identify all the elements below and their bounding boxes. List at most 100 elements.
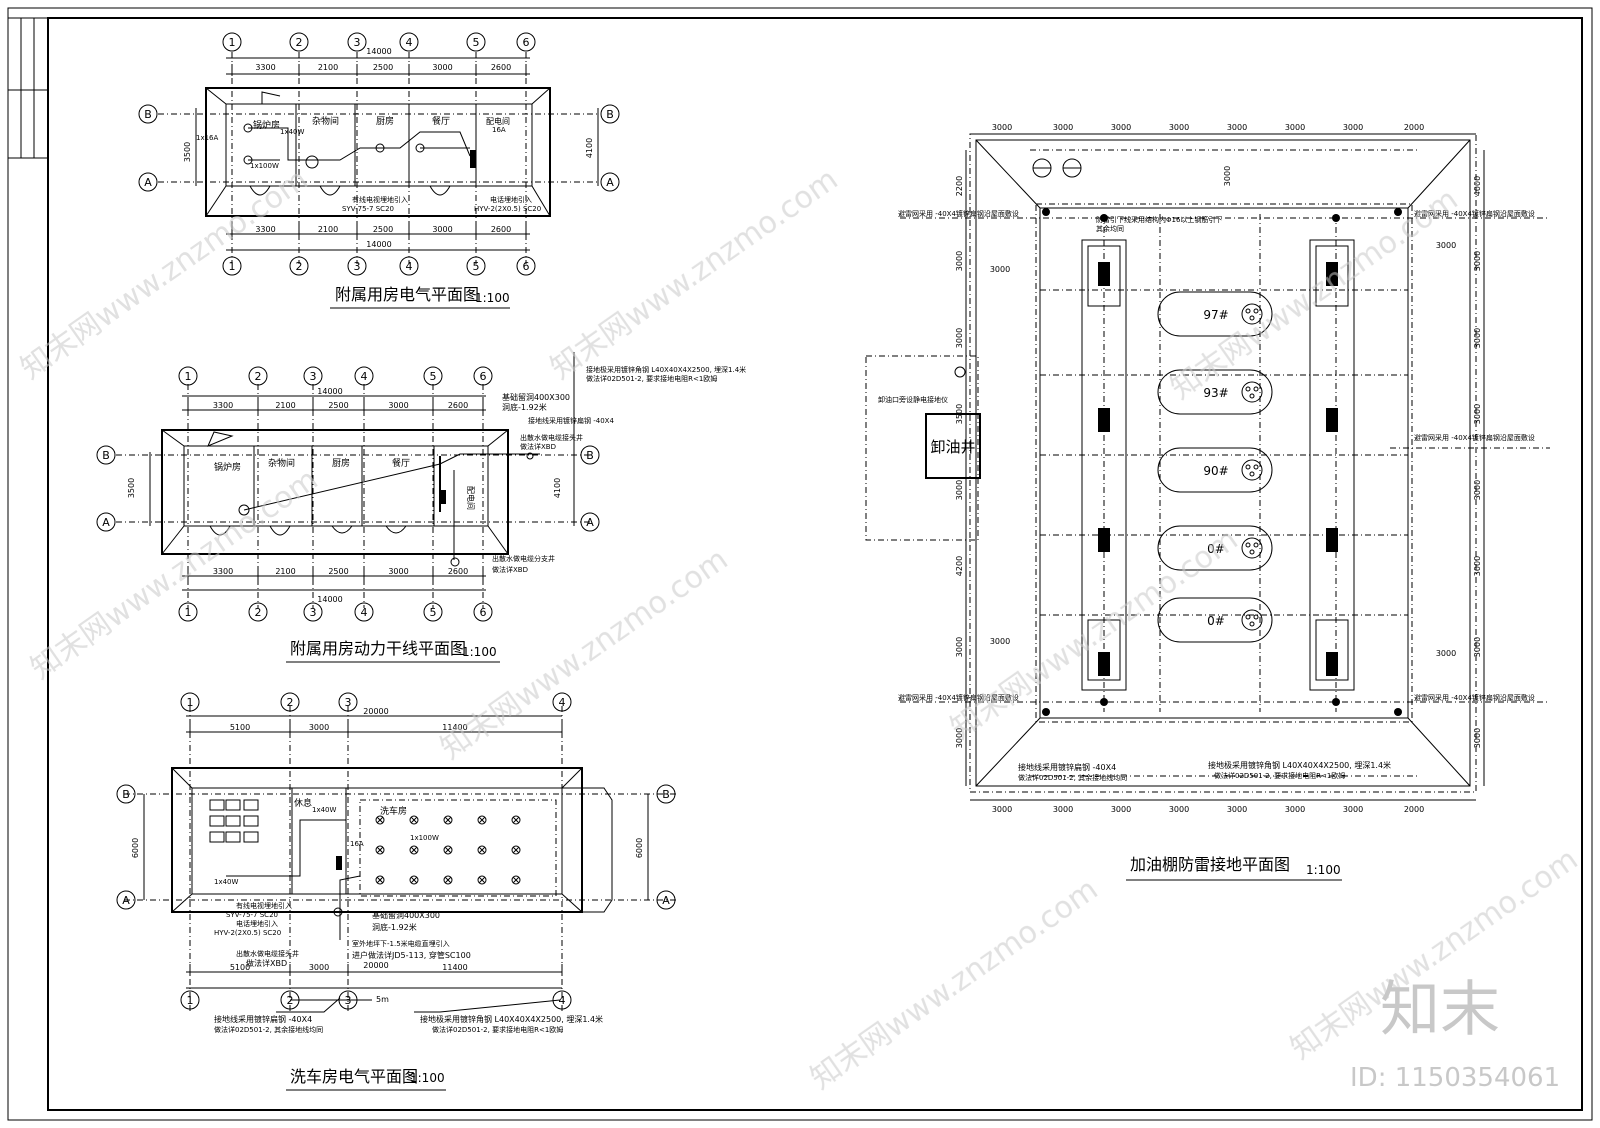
plan1-axis-bottom-6-label: 6 [523,260,530,273]
tank-label-1: 97# [1203,308,1228,322]
plan3-note-7: 室外地坪下-1.5米电缆直埋引入 [352,939,450,948]
plan4-dim-bottom-6: 3000 [1285,805,1305,814]
plan4-dim-top-1: 3000 [992,123,1012,132]
plan3-axis-top-3-label: 3 [345,696,352,709]
plan3-lamp-3-2 [477,875,487,885]
tank-label-5: 0# [1207,614,1225,628]
plan2-total-top: 14000 [317,387,342,396]
plan2-row-left-a-label: A [102,516,110,529]
plan4-dim-bottom-1: 3000 [992,805,1012,814]
plan3-lamp-1-2 [409,875,419,885]
plan4-dim-left-8: 3000 [955,728,964,748]
ground-post-4 [1332,698,1340,706]
pump-0-1 [1326,262,1338,286]
plan1-axis-top-5-label: 5 [473,36,480,49]
plan1-row-left-a: A [138,172,158,192]
plan4-note-net-mr: 避雷网采用 -40X4镀锌扁钢沿屋面敷设 [1414,433,1535,442]
plan3-note-9: 出散水做电缆接头井 [236,949,299,958]
plan4-title: 加油棚防雷接地平面图 [1130,855,1290,874]
plan2-room-boiler: 锅炉房 [214,461,241,473]
plan2-axis-bottom-3-label: 3 [310,606,317,619]
tank-label-3: 90# [1203,464,1228,478]
plan4-dim-bottom-8: 2000 [1404,805,1424,814]
plan3-room-rest: 休息 [294,797,312,809]
plan2-axis-top-6: 6 [473,366,493,386]
plan1-axis-top-6: 6 [516,32,536,52]
tank-4: 0# [1157,525,1273,571]
plan3-total-top: 20000 [363,707,388,716]
plan3-lamp-3-1 [477,845,487,855]
plan1-axis-top-1-label: 1 [229,36,236,49]
plan4-dim-top-5: 3000 [1227,123,1247,132]
plan2-row-left-b: B [96,445,116,465]
plan3-axis-top-2: 2 [280,692,300,712]
plan4-note-downlead-2: 其余均同 [1096,224,1124,233]
plan3-row-right-a: A [656,890,676,910]
plan1-axis-bottom-1-label: 1 [229,260,236,273]
plan1-lamp-label-2: 1x40W [280,128,305,136]
plan3-note-15: 5m [376,995,389,1004]
tank-3: 90# [1157,447,1273,493]
plan2-span-top-5: 2600 [448,401,468,410]
plan2-span-top-3: 2500 [328,401,348,410]
plan3-span-top-2: 3000 [309,723,329,732]
plan1-title: 附属用房电气平面图 [335,285,479,304]
plan2-axis-bottom-4-label: 4 [361,606,368,619]
plan1-span-bottom-1: 3300 [255,225,275,234]
pump-1-0 [1098,408,1110,432]
plan2-axis-bottom-1: 1 [178,602,198,622]
plan1-axis-bottom-2-label: 2 [296,260,303,273]
plan2-axis-bottom-1-label: 1 [185,606,192,619]
plan4-dim-right-7: 3000 [1473,637,1482,657]
plan2-room-storage: 杂物间 [268,457,295,469]
plan4-dim-right-1: 4000 [1473,176,1482,196]
plan1-span-bottom-4: 3000 [432,225,452,234]
plan1-row-left-b-label: B [144,108,152,121]
plan2-note-8: 出散水做电缆分支井 [492,554,555,563]
plan4-note-net-tr: 避雷网采用 -40X4镀锌扁钢沿屋面敷设 [1414,209,1535,218]
plan1-note-1: 有线电视埋地引入 [352,195,408,204]
plan3-lamp-1-1 [409,845,419,855]
plan3-row-left-b: B [116,784,136,804]
plan4-dim-inner-4: 3000 [1436,649,1456,658]
tank-label-2: 93# [1203,386,1228,400]
plan4-note-net-tl: 避雷网采用 -40X4镀锌扁钢沿屋面敷设 [898,209,1019,218]
plan3-span-bottom-2: 3000 [309,963,329,972]
plan1-axis-top-3: 3 [347,32,367,52]
plan1-span-bottom-5: 2600 [491,225,511,234]
plan3-title: 洗车房电气平面图 [290,1067,418,1086]
plan4-dim-inner-2: 3000 [990,637,1010,646]
plan4-dim-top-2: 3000 [1053,123,1073,132]
plan3-lamp-4-1 [511,845,521,855]
plan1-axis-top-4: 4 [399,32,419,52]
plan1-span-top-5: 2600 [491,63,511,72]
plan2-axis-top-1-label: 1 [185,370,192,383]
plan1-row-right-b: B [600,104,620,124]
plan3-lamp-label-4: 1x40W [214,878,239,886]
plan2-note-7: 接地线采用镀锌扁钢 -40X4 [528,416,614,425]
plan2-span-top-1: 3300 [213,401,233,410]
plan3-lamp-0-0 [375,815,385,825]
plan3-row-right-b: B [656,784,676,804]
plan3-row-left-b-label: B [122,788,130,801]
plan2-axis-top-5: 5 [423,366,443,386]
pump-1-1 [1326,408,1338,432]
pump-3-0 [1098,652,1110,676]
plan1-span-top-1: 3300 [255,63,275,72]
plan2-span-bottom-4: 3000 [388,567,408,576]
plan1-axis-top-6-label: 6 [523,36,530,49]
plan2-row-left-b-label: B [102,449,110,462]
plan1-span-top-3: 2500 [373,63,393,72]
watermark-logo: 知末 [1380,975,1500,1045]
plan1-span-top-4: 3000 [432,63,452,72]
plan2-span-bottom-3: 2500 [328,567,348,576]
plan2-axis-bottom-5: 5 [423,602,443,622]
plan2-axis-bottom-6-label: 6 [480,606,487,619]
plan4-dim-right-6: 3000 [1473,556,1482,576]
plan1-row-right-a: A [600,172,620,192]
plan1-axis-bottom-2: 2 [289,256,309,276]
plan4-scale: 1:100 [1306,863,1341,877]
plan4-dim-top-8: 2000 [1404,123,1424,132]
